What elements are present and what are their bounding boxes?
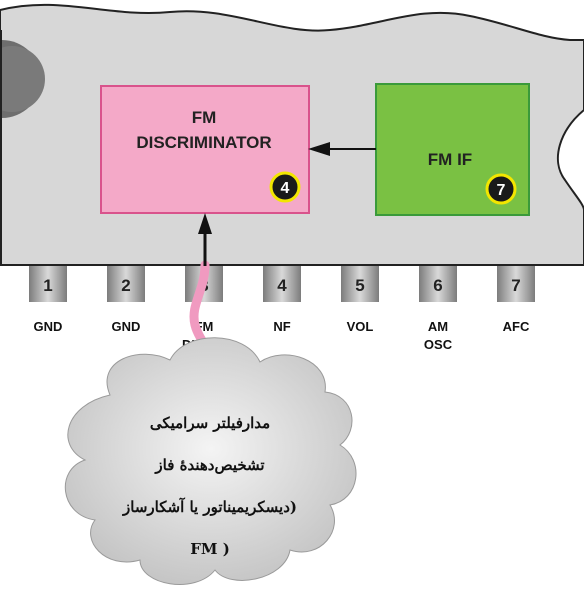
chip-notch-circle	[0, 46, 45, 112]
pin-5	[341, 266, 379, 302]
cloud-line-1: مدارفیلتر سرامیکی	[150, 414, 270, 432]
pin-label: GND	[112, 319, 141, 334]
pin-4	[263, 266, 301, 302]
pin-7	[497, 266, 535, 302]
cloud-shape	[64, 337, 357, 585]
pin-row: 1GND2GND3FMDISCRI4NF5VOL6AMOSC7AFC	[29, 266, 535, 352]
discriminator-title-line2: DISCRIMINATOR	[136, 133, 271, 152]
pin-label: GND	[34, 319, 63, 334]
cloud-line-4: ( FM	[190, 540, 230, 558]
pin-label: NF	[273, 319, 290, 334]
pin-label: AFC	[503, 319, 530, 334]
pin-number: 5	[355, 276, 364, 295]
fm-if-badge-number: 7	[497, 182, 506, 199]
discriminator-badge-number: 4	[281, 180, 290, 197]
pin-label: AM	[428, 319, 448, 334]
pin-number: 4	[277, 276, 287, 295]
if-to-disc-arrowhead	[308, 142, 330, 156]
pin-number: 6	[433, 276, 442, 295]
discriminator-badge	[269, 171, 301, 203]
pin-number: 2	[121, 276, 130, 295]
pin-1	[29, 266, 67, 302]
discriminator-title-line1: FM	[192, 108, 217, 127]
fm-if-title: FM IF	[428, 150, 472, 169]
pin3-to-disc-arrowhead	[198, 213, 212, 234]
fm-if-badge	[485, 173, 517, 205]
pin-label: OSC	[424, 337, 453, 352]
pin-number: 1	[43, 276, 52, 295]
pin-label: VOL	[347, 319, 374, 334]
pin-2	[107, 266, 145, 302]
cloud-line-2: تشخیص‌دهندهٔ فاز	[154, 456, 264, 474]
pin-number: 7	[511, 276, 520, 295]
pin-6	[419, 266, 457, 302]
cloud-line-3: (دیسکریمیناتور یا آشکارساز	[122, 497, 297, 516]
